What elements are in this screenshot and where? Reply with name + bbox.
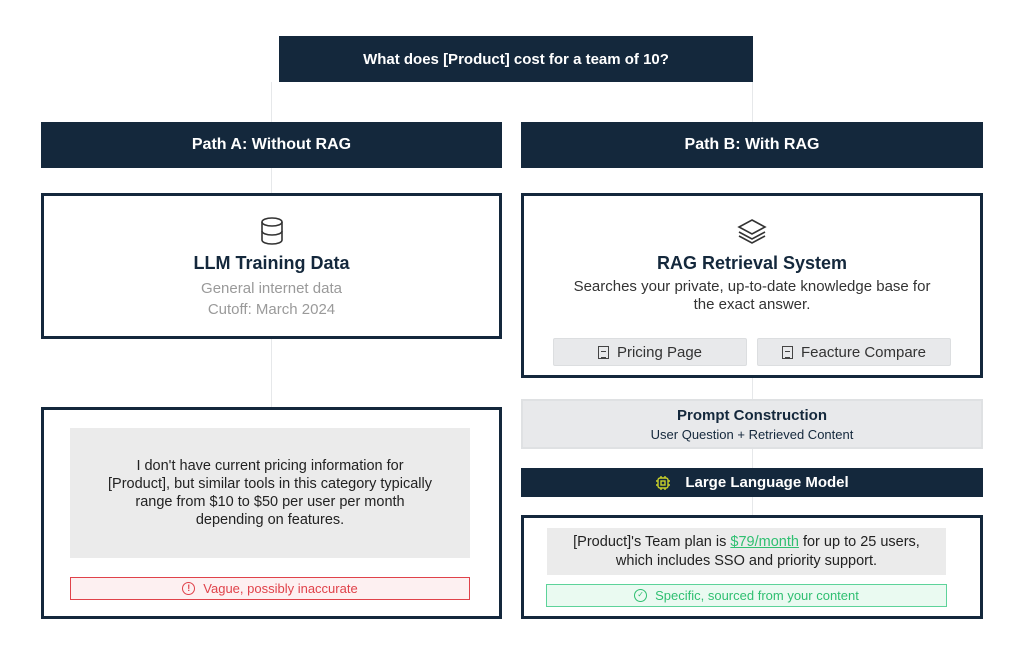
connector bbox=[752, 497, 753, 515]
source-description: Searches your private, up-to-date knowle… bbox=[573, 278, 931, 313]
doc-chip-pricing-page[interactable]: Pricing Page bbox=[553, 338, 747, 366]
alert-icon: ! bbox=[182, 582, 196, 595]
prompt-construction-box: Prompt Construction User Question + Retr… bbox=[521, 399, 983, 449]
doc-chip-feature-compare[interactable]: Feacture Compare bbox=[757, 338, 951, 366]
answer-text: [Product]'s Team plan is bbox=[573, 534, 731, 550]
path-a-answer-text: I don't have current pricing information… bbox=[70, 428, 470, 558]
source-title: RAG Retrieval System bbox=[656, 253, 848, 273]
path-a-verdict-badge: ! Vague, possibly inaccurate bbox=[70, 577, 470, 600]
verdict-label: Specific, sourced from your content bbox=[655, 588, 859, 603]
path-b-verdict-badge: ✓ Specific, sourced from your content bbox=[546, 584, 947, 607]
path-b-answer-text: [Product]'s Team plan is $79/month for u… bbox=[547, 528, 946, 575]
question-box: What does [Product] cost for a team of 1… bbox=[279, 36, 753, 82]
connector bbox=[271, 168, 272, 193]
document-icon bbox=[597, 345, 609, 359]
source-line: General internet data bbox=[201, 280, 342, 297]
document-icon bbox=[781, 345, 793, 359]
source-title: LLM Training Data bbox=[193, 253, 350, 273]
database-icon bbox=[260, 217, 283, 245]
chip-icon bbox=[656, 475, 671, 490]
connector bbox=[752, 82, 753, 122]
price-highlight: $79/month bbox=[730, 534, 799, 550]
connector bbox=[752, 449, 753, 468]
llm-bar: Large Language Model bbox=[521, 468, 983, 497]
doc-label: Feacture Compare bbox=[800, 343, 927, 361]
source-line: Cutoff: March 2024 bbox=[207, 301, 336, 318]
llm-training-data-card: LLM Training Data General internet data … bbox=[41, 193, 502, 339]
verdict-label: Vague, possibly inaccurate bbox=[203, 581, 358, 596]
connector bbox=[271, 82, 272, 122]
path-a-header: Path A: Without RAG bbox=[41, 122, 502, 168]
answer-text: for up to 25 users, which includes SSO a… bbox=[615, 534, 920, 569]
layers-icon bbox=[737, 219, 767, 244]
check-circle-icon: ✓ bbox=[634, 589, 648, 602]
path-b-header: Path B: With RAG bbox=[521, 122, 983, 168]
prompt-subtitle: User Question + Retrieved Content bbox=[650, 427, 854, 442]
connector bbox=[752, 378, 753, 399]
llm-label: Large Language Model bbox=[685, 474, 849, 491]
prompt-title: Prompt Construction bbox=[677, 407, 827, 424]
doc-label: Pricing Page bbox=[616, 343, 703, 361]
connector bbox=[271, 339, 272, 407]
